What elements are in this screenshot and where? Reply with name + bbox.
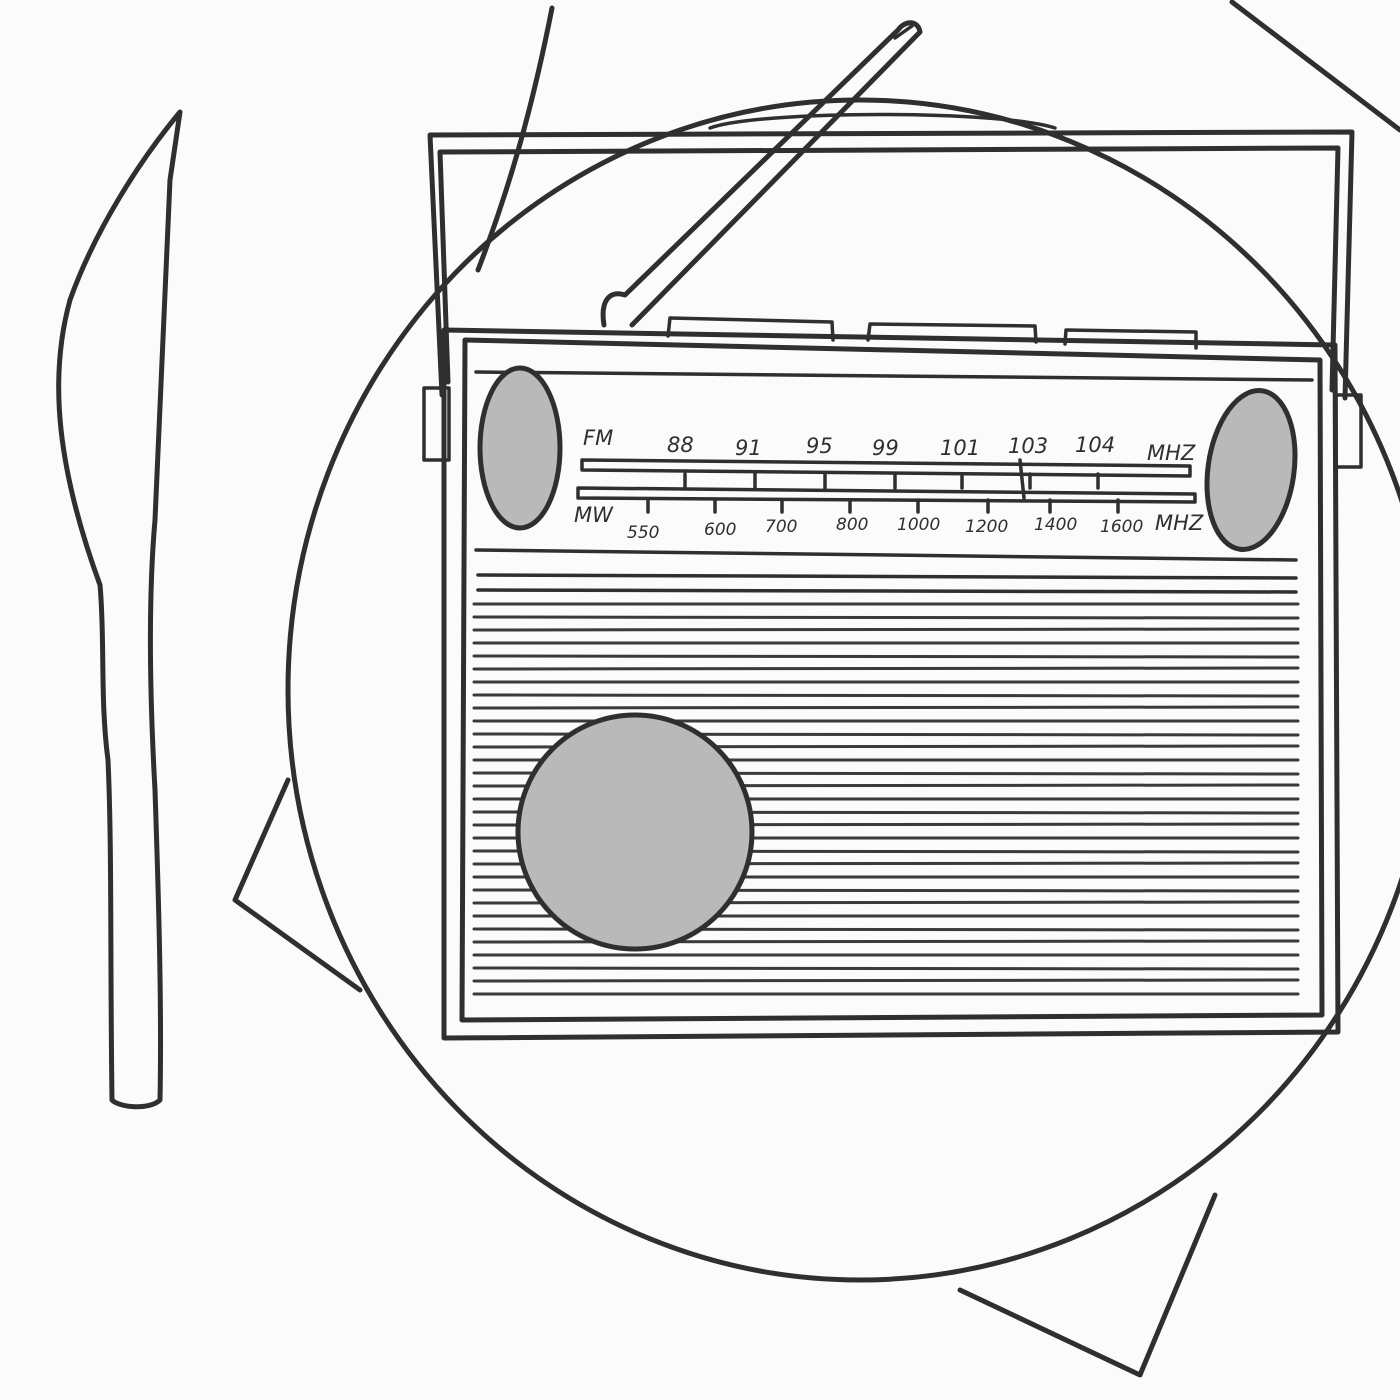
fm-mark-101: 101 bbox=[940, 436, 980, 460]
fm-ticks bbox=[683, 472, 1100, 490]
napkin bbox=[232, 0, 1400, 1378]
fm-mark-103: 103 bbox=[1008, 434, 1048, 458]
grille-slat bbox=[472, 966, 1300, 971]
fm-band-label: FM bbox=[583, 426, 613, 450]
top-button-3 bbox=[1063, 328, 1198, 350]
top-button-2 bbox=[866, 322, 1038, 344]
top-buttons[interactable] bbox=[666, 112, 1198, 350]
fm-mark-95: 95 bbox=[806, 434, 833, 458]
volume-knob[interactable] bbox=[477, 365, 563, 531]
grille-slat bbox=[472, 654, 1300, 659]
fm-mark-104: 104 bbox=[1075, 433, 1115, 457]
grille-slat bbox=[472, 627, 1300, 632]
grille-slat bbox=[472, 615, 1300, 620]
tuning-knob[interactable] bbox=[1197, 385, 1304, 555]
mw-band-label: MW bbox=[574, 503, 614, 527]
grille-slat bbox=[472, 705, 1300, 710]
mw-mark-1400: 1400 bbox=[1034, 515, 1077, 535]
mw-mark-550: 550 bbox=[627, 523, 659, 543]
mw-ticks bbox=[646, 498, 1120, 514]
plate bbox=[285, 97, 1400, 1283]
top-button-1 bbox=[666, 316, 835, 342]
mw-mark-1600: 1600 bbox=[1100, 517, 1143, 537]
grille-slat bbox=[472, 693, 1300, 698]
grille-slat bbox=[472, 666, 1300, 671]
mw-mark-1000: 1000 bbox=[897, 515, 940, 535]
side-knobs bbox=[477, 365, 1304, 555]
fm-scale-bar bbox=[580, 458, 1192, 478]
tuning-needle bbox=[1018, 458, 1026, 500]
handle-hinge-right bbox=[1334, 393, 1363, 469]
mw-scale-bar bbox=[576, 486, 1197, 504]
speaker bbox=[515, 712, 755, 952]
mw-mark-600: 600 bbox=[704, 520, 736, 540]
tuning-dial: FM MHZ MW MHZ 88 91 95 99 101 103 104 55… bbox=[574, 426, 1204, 543]
speaker-cone bbox=[515, 712, 755, 952]
fm-mark-99: 99 bbox=[872, 436, 899, 460]
grille-slat bbox=[472, 978, 1300, 983]
mw-unit-label: MHZ bbox=[1155, 511, 1204, 535]
radio-body bbox=[441, 327, 1341, 1041]
fm-unit-label: MHZ bbox=[1147, 441, 1196, 465]
mw-mark-800: 800 bbox=[836, 515, 868, 535]
fm-mark-91: 91 bbox=[735, 436, 762, 460]
mw-mark-1200: 1200 bbox=[965, 517, 1008, 537]
handle-hinge-left bbox=[422, 386, 451, 462]
knife bbox=[56, 109, 183, 1110]
antenna bbox=[600, 20, 923, 328]
radio-handle bbox=[422, 129, 1363, 469]
mw-mark-700: 700 bbox=[765, 517, 797, 537]
fm-mark-88: 88 bbox=[667, 433, 694, 457]
